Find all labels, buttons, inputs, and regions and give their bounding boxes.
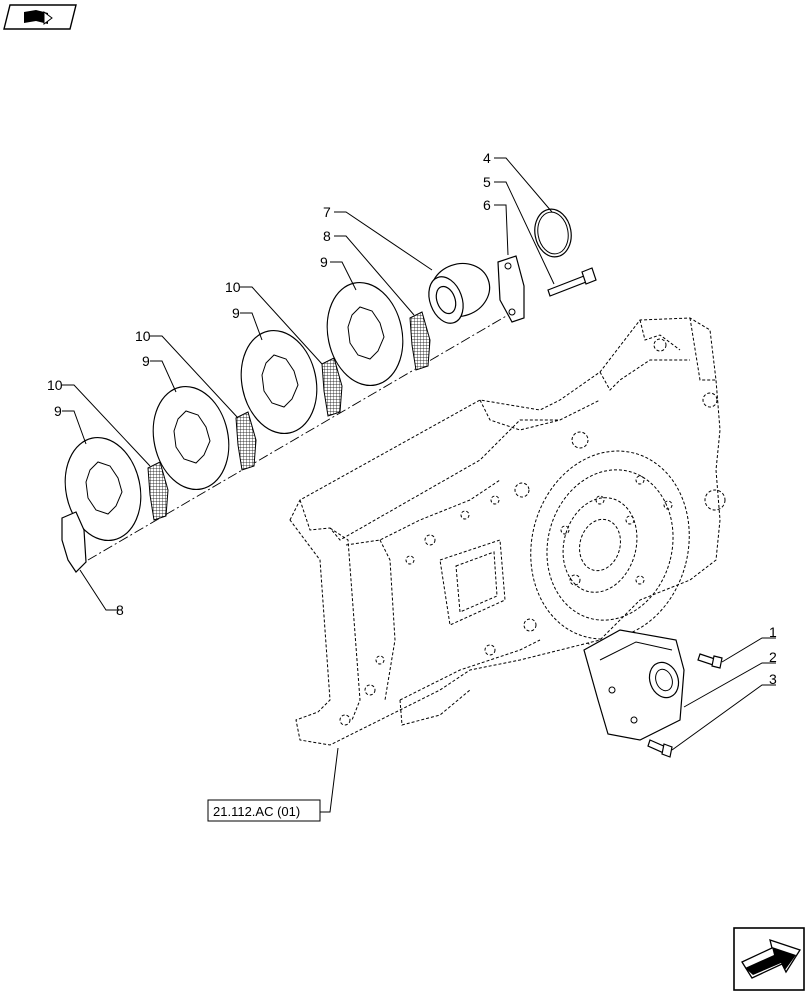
plate-8-top [409, 311, 431, 371]
reference-label: 21.112.AC (01) [213, 804, 300, 819]
callout-10: 10 [47, 377, 63, 393]
callout-8: 8 [323, 228, 331, 244]
bracket-8 [61, 511, 87, 573]
snap-ring-4 [534, 208, 572, 258]
disc-9-c [240, 329, 318, 435]
bolt-1 [697, 653, 723, 669]
callout-7: 7 [323, 204, 331, 220]
book-arrow-icon[interactable] [3, 4, 77, 30]
callout-9: 9 [54, 403, 62, 419]
next-page-arrow-icon[interactable] [733, 927, 805, 991]
callout-9: 9 [142, 353, 150, 369]
disc-9-a [64, 436, 142, 542]
callout-5: 5 [483, 174, 491, 190]
callout-9: 9 [232, 305, 240, 321]
callout-8: 8 [116, 602, 124, 618]
disc-9-b [152, 385, 230, 491]
callout-2: 2 [769, 649, 777, 665]
bolt-5 [547, 267, 597, 297]
callout-10: 10 [225, 279, 241, 295]
transmission-housing [289, 317, 726, 746]
plate-10-b [235, 411, 257, 471]
callout-1: 1 [769, 624, 777, 640]
reference-link[interactable]: 21.112.AC (01) [207, 799, 321, 822]
disc-9-d [326, 281, 404, 387]
callout-10: 10 [135, 328, 151, 344]
bearing-7 [428, 262, 491, 324]
callout-3: 3 [769, 671, 777, 687]
cover-2 [583, 629, 685, 741]
callout-6: 6 [483, 197, 491, 213]
callout-4: 4 [483, 150, 491, 166]
bolt-3 [647, 739, 673, 758]
callout-9: 9 [320, 254, 328, 270]
leader-lines [62, 157, 776, 813]
plate-6 [497, 255, 525, 323]
assembly-axis-line [87, 307, 521, 561]
